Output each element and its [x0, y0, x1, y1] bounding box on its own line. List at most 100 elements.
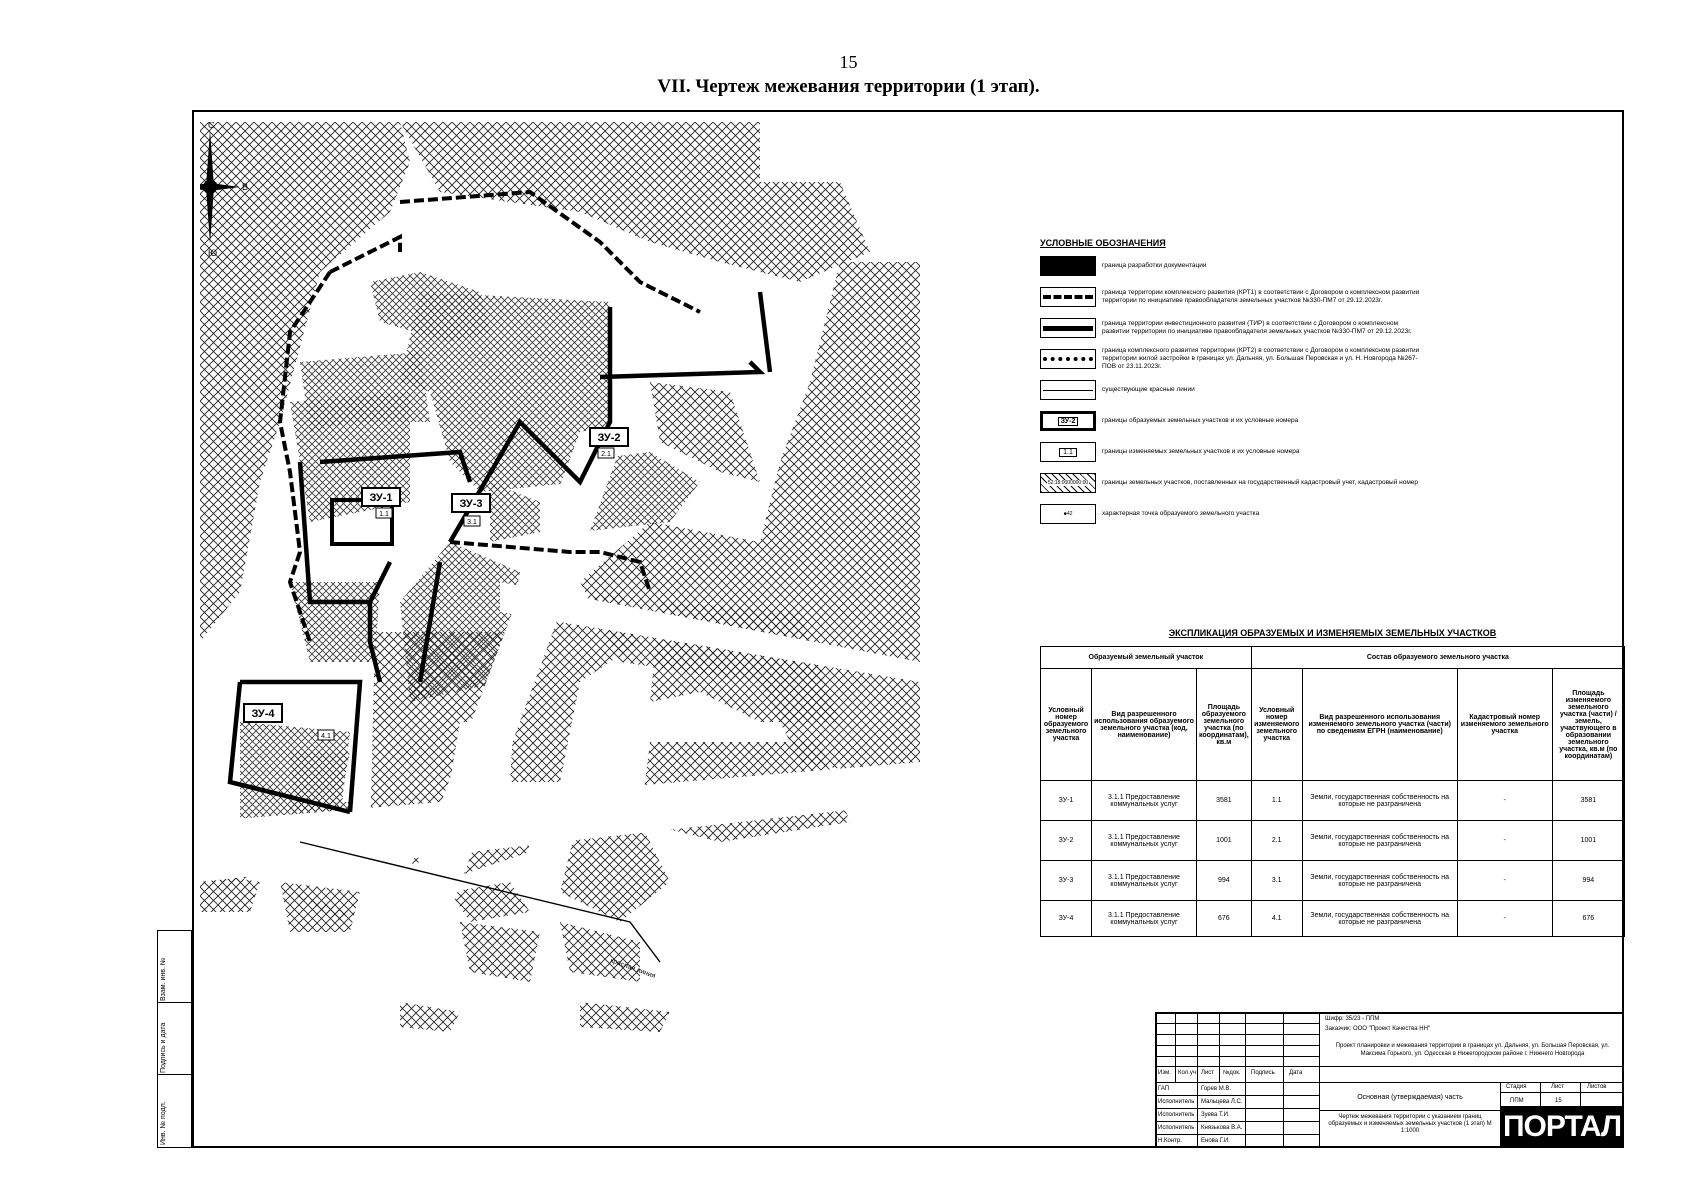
side-stamp-label: Подпись и дата [160, 1022, 167, 1073]
krt2-boundary-icon [1040, 349, 1096, 369]
table-cell: Земли, государственная собственность на … [1301, 820, 1458, 861]
column-header: Площадь изменяемого земельного участка (… [1551, 668, 1626, 781]
tb-person: Зуева Т.И. [1201, 1112, 1230, 1118]
table-cell: 1001 [1551, 820, 1626, 861]
documentation-boundary-icon [1040, 256, 1096, 276]
table-cell: Земли, государственная собственность на … [1301, 780, 1458, 821]
changed-parcel-icon: 1.1 [1040, 442, 1096, 462]
table-cell: Земли, государственная собственность на … [1301, 900, 1458, 937]
side-stamp-label: Инв. № подл. [160, 1101, 167, 1145]
project-boundary [227, 291, 773, 815]
table-cell: 3.1.1 Предоставление коммунальных услуг [1091, 860, 1197, 901]
legend-text: границы образуемых земельных участков и … [1102, 417, 1299, 424]
table-row: ЗУ-1 3.1.1 Предоставление коммунальных у… [1040, 780, 1626, 821]
legend-text: граница территории комплексного развития… [1102, 289, 1420, 304]
table-cell: ЗУ-3 [1040, 860, 1092, 901]
legend-text: характерная точка образуемого земельного… [1102, 510, 1260, 517]
table-cell: - [1456, 820, 1553, 861]
tb-role: Исполнитель [1158, 1112, 1195, 1118]
tb-role: ГАП [1158, 1086, 1170, 1092]
sheet-header: Лист [1551, 1084, 1565, 1090]
tb-col-header: Дата [1289, 1070, 1303, 1076]
table-row: ЗУ-3 3.1.1 Предоставление коммунальных у… [1040, 860, 1626, 901]
compass-south-label: Ю [208, 248, 217, 258]
table-cell: 1001 [1196, 820, 1252, 861]
krt1-boundary-icon [1040, 287, 1096, 307]
table-row: ЗУ-2 3.1.1 Предоставление коммунальных у… [1040, 820, 1626, 861]
table-cell: 3.1.1 Предоставление коммунальных услуг [1091, 780, 1197, 821]
explication-table: Образуемый земельный участок Состав обра… [1040, 646, 1626, 937]
table-cell: 3581 [1196, 780, 1252, 821]
drawing-name: Чертеж межевания территории с указанием … [1328, 1114, 1492, 1134]
table-cell: 1.1 [1250, 780, 1303, 821]
tb-person: Князькова В.А. [1201, 1125, 1243, 1131]
sheet-value: 15 [1555, 1098, 1562, 1104]
cadastral-parcel-icon: 52:18:0000000:00 [1040, 473, 1096, 493]
drawing-sheet-frame [192, 110, 1624, 1148]
legend-swatch-label: 52:18:0000000:00 [1046, 480, 1090, 486]
table-cell: 3.1 [1250, 860, 1303, 901]
legend-item: граница разработки документации [1040, 254, 1420, 278]
group-header: Состав образуемого земельного участка [1250, 646, 1626, 669]
red-line [299, 841, 661, 963]
project-code: Шифр: 35/23 - ППМ [1325, 1016, 1380, 1022]
zu4-code: 4.1 [321, 733, 331, 740]
table-cell: Земли, государственная собственность на … [1301, 860, 1458, 901]
legend-text: граница разработки документации [1102, 262, 1207, 269]
legend: УСЛОВНЫЕ ОБОЗНАЧЕНИЯ граница разработки … [1040, 238, 1420, 533]
group-header: Образуемый земельный участок [1040, 646, 1252, 669]
legend-text: границы земельных участков, поставленных… [1102, 479, 1419, 486]
formed-parcel-icon: ЗУ-2 [1040, 411, 1096, 431]
legend-title: УСЛОВНЫЕ ОБОЗНАЧЕНИЯ [1040, 238, 1166, 248]
column-header: Площадь образуемого земельного участка (… [1196, 668, 1252, 781]
legend-item: граница территории инвестиционного разви… [1040, 316, 1420, 340]
legend-swatch-label: ЗУ-2 [1057, 416, 1079, 426]
zu1-code: 1.1 [379, 511, 389, 518]
column-header: Условный номер изменяемого земельного уч… [1250, 668, 1303, 781]
legend-text: граница территории инвестиционного разви… [1102, 320, 1412, 335]
legend-swatch-label: 42 [1066, 511, 1073, 517]
project-name: Проект планировки и межевания территории… [1335, 1043, 1610, 1057]
stage-value: ППМ [1510, 1098, 1524, 1104]
zu2-label: ЗУ-2 [597, 432, 620, 444]
legend-item: 1.1 границы изменяемых земельных участко… [1040, 440, 1420, 464]
zu3-label: ЗУ-3 [459, 498, 482, 510]
table-row: ЗУ-4 3.1.1 Предоставление коммунальных у… [1040, 900, 1626, 937]
legend-text: границы изменяемых земельных участков и … [1102, 448, 1300, 455]
zu4-label: ЗУ-4 [251, 708, 275, 720]
table-cell: 676 [1196, 900, 1252, 937]
legend-item: существующие красные линии [1040, 378, 1420, 402]
legend-item: ЗУ-2 границы образуемых земельных участк… [1040, 409, 1420, 433]
tb-person: Горев М.В. [1201, 1086, 1232, 1092]
table-cell: - [1456, 780, 1553, 821]
company-logo: ПОРТАЛ [1500, 1106, 1624, 1148]
document-part: Основная (утверждаемая) часть [1357, 1094, 1463, 1101]
tir-boundary-icon [1040, 318, 1096, 338]
sheets-header: Листов [1587, 1084, 1607, 1090]
side-stamp-label: Взам. инв. № [160, 957, 167, 1001]
customer: Заказчик: ООО "Проект Качества НН" [1325, 1026, 1431, 1032]
column-header: Вид разрешенного использования изменяемо… [1301, 668, 1458, 781]
column-header: Кадастровый номер изменяемого земельного… [1456, 668, 1553, 781]
cadastral-map: красная линия С Ю З В ЗУ-1 1.1 ЗУ-2 2.1 … [200, 122, 920, 1032]
compass-east-label: В [242, 182, 248, 192]
tb-col-header: Изм. [1158, 1070, 1171, 1076]
title-block: Шифр: 35/23 - ППМ Заказчик: ООО "Проект … [1155, 1012, 1624, 1148]
table-cell: 676 [1551, 900, 1626, 937]
legend-item: 52:18:0000000:00 границы земельных участ… [1040, 471, 1420, 495]
legend-text: существующие красные линии [1102, 386, 1195, 393]
tb-col-header: Подпись [1251, 1070, 1275, 1076]
table-cell: 3581 [1551, 780, 1626, 821]
krt-boundary [277, 189, 701, 643]
zu1-label: ЗУ-1 [369, 492, 392, 504]
table-cell: 4.1 [1250, 900, 1303, 937]
table-cell: 3.1.1 Предоставление коммунальных услуг [1091, 820, 1197, 861]
page-title: VII. Чертеж межевания территории (1 этап… [657, 76, 1040, 97]
north-arrow-icon: С Ю З В [200, 122, 248, 258]
table-cell: 2.1 [1250, 820, 1303, 861]
table-cell: ЗУ-2 [1040, 820, 1092, 861]
table-cell: 994 [1551, 860, 1626, 901]
tb-person: Енова Г.И. [1201, 1138, 1230, 1144]
legend-item: •42 характерная точка образуемого земель… [1040, 502, 1420, 526]
table-cell: 994 [1196, 860, 1252, 901]
